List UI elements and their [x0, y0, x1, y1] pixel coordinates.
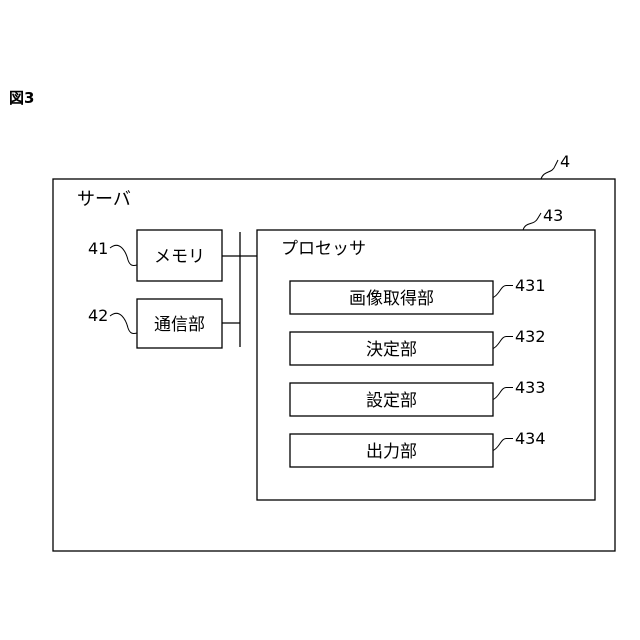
memory-label: メモリ: [154, 247, 205, 267]
processor-ref-leader: [523, 213, 541, 230]
unit-ref-431: 431: [515, 276, 546, 295]
unit-ref-leader-433: [493, 388, 513, 400]
unit-label-433: 設定部: [366, 391, 417, 411]
unit-ref-leader-432: [493, 337, 513, 349]
comm-label: 通信部: [154, 315, 205, 335]
unit-ref-433: 433: [515, 378, 546, 397]
memory-ref-leader: [110, 245, 137, 265]
figure-label: 図3: [9, 89, 34, 107]
memory-ref: 41: [88, 239, 108, 258]
unit-ref-leader-434: [493, 439, 513, 451]
unit-ref-434: 434: [515, 429, 546, 448]
processor-units: 画像取得部 431 決定部 432 設定部 433 出力部 434: [290, 276, 546, 467]
server-ref-leader: [541, 160, 558, 179]
server-title: サーバ: [77, 189, 131, 210]
unit-ref-432: 432: [515, 327, 546, 346]
comm-ref-leader: [110, 313, 137, 333]
unit-label-431: 画像取得部: [349, 289, 434, 309]
unit-ref-leader-431: [493, 286, 513, 298]
server-ref: 4: [560, 152, 570, 171]
processor-title: プロセッサ: [281, 239, 366, 259]
comm-ref: 42: [88, 306, 108, 325]
processor-ref: 43: [543, 206, 563, 225]
unit-label-434: 出力部: [366, 442, 417, 462]
unit-label-432: 決定部: [366, 340, 417, 360]
